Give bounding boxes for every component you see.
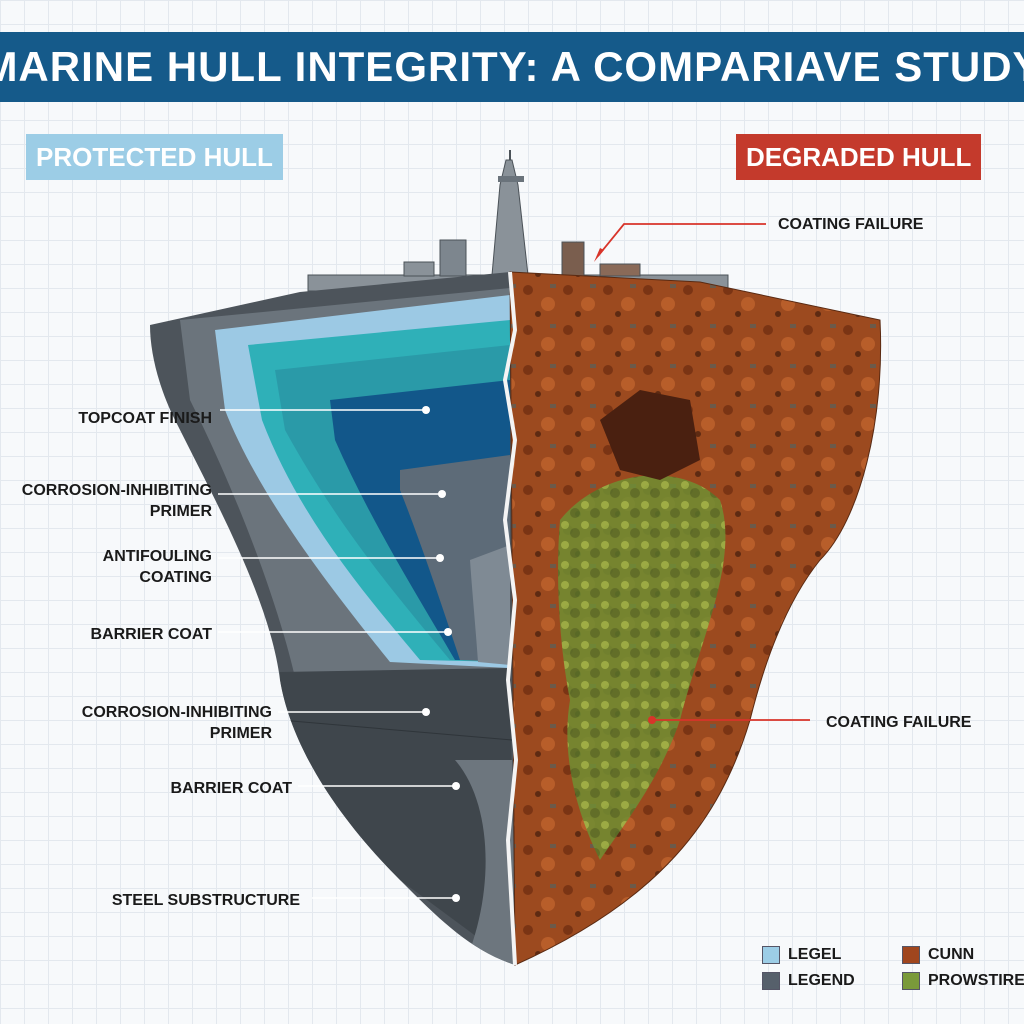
legend-item-prowstire: PROWSTIRE	[902, 972, 1024, 990]
title-bar: MARINE HULL INTEGRITY: A COMPARIAVE STUD…	[0, 32, 1024, 102]
legend-label: LEGEND	[788, 972, 855, 989]
callout-line: TOPCOAT FINISH	[78, 410, 212, 427]
callout-line: BARRIER COAT	[170, 780, 292, 797]
callout-steel-substructure: STEEL SUBSTRUCTURE	[100, 890, 300, 911]
callout-coating-failure-bottom: COATING FAILURE	[826, 714, 972, 731]
legend-item-cunn: CUNN	[902, 946, 974, 964]
left-leader-lines	[218, 406, 460, 902]
callout-barrier-coat: BARRIER COAT	[12, 624, 212, 645]
callout-line: STEEL SUBSTRUCTURE	[111, 892, 300, 909]
callout-line: COATING	[139, 569, 212, 586]
callout-line: PRIMER	[209, 725, 272, 742]
degraded-hull-badge: DEGRADED HULL	[736, 134, 982, 180]
ship-superstructure	[307, 150, 729, 292]
degraded-hull	[502, 271, 882, 966]
legend-label: PROWSTIRE	[928, 972, 1024, 989]
legend-swatch	[762, 946, 780, 964]
legend-item-legend: LEGEND	[762, 972, 855, 990]
callout-line: PRIMER	[149, 503, 212, 520]
legend-label: CUNN	[928, 946, 975, 963]
callout-corrosion-primer-2: CORROSION-INHIBITING PRIMER	[72, 702, 272, 744]
protected-hull-badge: PROTECTED HULL	[26, 134, 283, 180]
protected-hull	[150, 272, 515, 965]
right-leader-lines	[594, 223, 810, 724]
legend-swatch	[762, 972, 780, 990]
callout-topcoat-finish: TOPCOAT FINISH	[12, 408, 212, 429]
callout-barrier-coat-2: BARRIER COAT	[92, 778, 292, 799]
legend-item-legel: LEGEL	[762, 946, 841, 964]
callout-antifouling-coating: ANTIFOULING COATING	[12, 546, 212, 588]
legend-swatch	[902, 972, 920, 990]
callout-corrosion-primer: CORROSION-INHIBITING PRIMER	[12, 480, 212, 522]
page-title: MARINE HULL INTEGRITY: A COMPARIAVE STUD…	[0, 43, 1024, 90]
callout-line: CORROSION-INHIBITING	[81, 704, 272, 721]
legend-label: LEGEL	[788, 946, 842, 963]
callout-line: ANTIFOULING	[102, 548, 212, 565]
legend-swatch	[902, 946, 920, 964]
callout-line: CORROSION-INHIBITING	[21, 482, 212, 499]
callout-coating-failure-top: COATING FAILURE	[778, 216, 924, 233]
callout-line: BARRIER COAT	[90, 626, 212, 643]
